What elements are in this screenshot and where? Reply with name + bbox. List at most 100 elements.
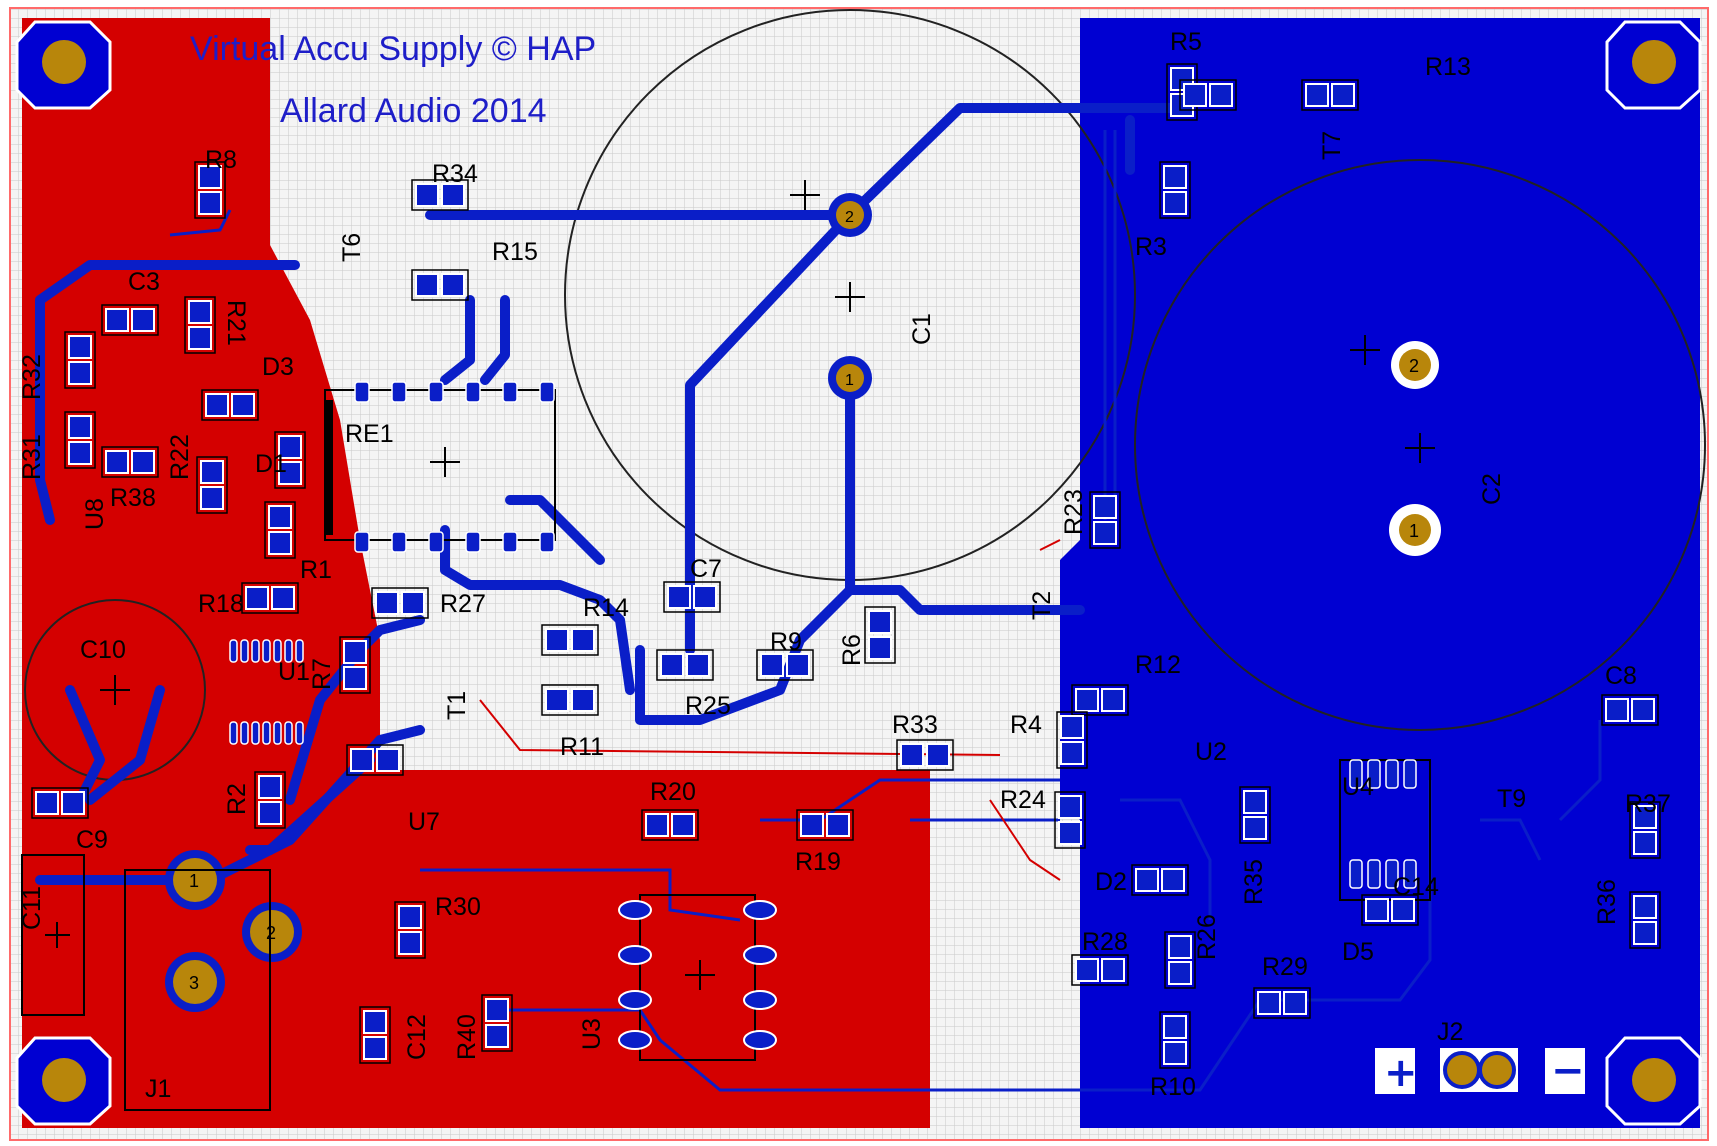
label-r7: R7 <box>308 658 336 690</box>
ic-pin <box>251 639 260 663</box>
label-r38: R38 <box>110 484 156 512</box>
smd-footprint <box>101 446 159 478</box>
ic-pin <box>295 721 304 745</box>
dip-pin <box>743 900 777 920</box>
label-re1: RE1 <box>345 420 394 448</box>
dip-pin <box>618 1030 652 1050</box>
smd-footprint <box>101 304 159 336</box>
label-r37: R37 <box>1625 790 1671 818</box>
ic-pin <box>502 531 518 553</box>
label-r35: R35 <box>1240 859 1268 905</box>
dip-pin <box>618 945 652 965</box>
label-t9: T9 <box>1497 785 1526 813</box>
ic-pin <box>1385 759 1399 789</box>
smd-footprint <box>241 582 299 614</box>
label-r31: R31 <box>18 434 46 480</box>
board-edge <box>9 7 1709 1141</box>
dip-pin <box>743 1030 777 1050</box>
label-c2: C2 <box>1478 473 1506 505</box>
label-r24: R24 <box>1000 786 1046 814</box>
svg-text:+: + <box>1384 1050 1418 1096</box>
label-r3: R3 <box>1135 233 1167 261</box>
j2-plus-label: + <box>1375 1048 1418 1096</box>
smd-footprint <box>371 587 429 619</box>
ic-pin <box>273 721 282 745</box>
label-r36: R36 <box>1593 879 1621 925</box>
c11-outline <box>21 854 85 1016</box>
label-u8: U8 <box>81 498 109 530</box>
smd-footprint <box>1159 161 1191 219</box>
j2-connector[interactable] <box>1440 1048 1518 1092</box>
board-title: Virtual Accu Supply © HAP <box>190 30 596 68</box>
label-r2: R2 <box>223 783 251 815</box>
ic-pin <box>391 531 407 553</box>
ic-pin <box>539 531 555 553</box>
smd-footprint <box>1089 491 1121 549</box>
svg-text:1: 1 <box>1409 521 1419 541</box>
label-r13: R13 <box>1425 53 1471 81</box>
label-c11: C11 <box>18 886 46 930</box>
label-c9: C9 <box>76 826 108 854</box>
ic-pin <box>1385 859 1399 889</box>
ic-pin <box>428 381 444 403</box>
smd-footprint <box>1056 711 1088 769</box>
smd-footprint <box>656 649 714 681</box>
svg-text:2: 2 <box>845 209 854 226</box>
label-c14: C14 <box>1393 873 1439 901</box>
ic-pin <box>502 381 518 403</box>
smd-footprint <box>31 787 89 819</box>
smd-footprint <box>196 456 228 514</box>
label-u1: U1 <box>278 658 310 686</box>
smd-footprint <box>274 431 306 489</box>
c2-pad-2: 2 <box>1391 341 1439 389</box>
label-r15: R15 <box>492 238 538 266</box>
label-u4: U4 <box>1342 773 1374 801</box>
smd-footprint <box>481 994 513 1052</box>
label-c12: C12 <box>403 1014 431 1060</box>
ic-pin <box>240 721 249 745</box>
smd-footprint <box>264 501 296 559</box>
j1-pad-3: 3 <box>165 952 225 1012</box>
ic-pin <box>284 639 293 663</box>
smd-pads <box>31 63 1661 1069</box>
smd-footprint <box>1054 791 1086 849</box>
label-d2: D2 <box>1095 868 1127 896</box>
j1-pad-1: 1 <box>165 850 225 910</box>
ic-pin <box>229 721 238 745</box>
smd-footprint <box>1601 694 1659 726</box>
smd-footprint <box>64 331 96 389</box>
dip-pin <box>618 900 652 920</box>
smd-footprint <box>184 296 216 354</box>
smd-footprint <box>1629 801 1661 859</box>
ic-pin <box>251 721 260 745</box>
smd-footprint <box>254 771 286 829</box>
dip-pin <box>743 990 777 1010</box>
label-d5: D5 <box>1342 938 1374 966</box>
smd-footprint <box>796 809 854 841</box>
smd-footprint <box>541 684 599 716</box>
blue-copper-pour-right <box>1060 18 1700 1128</box>
mount-hole-top-right <box>1605 20 1702 110</box>
label-t1: T1 <box>443 691 471 720</box>
u3-outline <box>639 894 756 1061</box>
mount-hole-top-left <box>15 20 112 110</box>
mount-hole-bottom-left <box>15 1036 112 1126</box>
smd-footprint <box>1071 684 1129 716</box>
label-r12: R12 <box>1135 651 1181 679</box>
label-c7: C7 <box>690 555 722 583</box>
crosshairs <box>45 180 1435 990</box>
smd-footprint <box>64 411 96 469</box>
smd-footprint <box>411 179 469 211</box>
c1-pad-1: 1 <box>828 356 872 400</box>
svg-text:1: 1 <box>845 372 854 389</box>
board-subtitle: Allard Audio 2014 <box>280 92 547 130</box>
ic-pin <box>428 531 444 553</box>
smd-footprint <box>194 161 226 219</box>
svg-text:3: 3 <box>189 973 199 993</box>
smd-footprint <box>359 1006 391 1064</box>
smd-footprint <box>1361 894 1419 926</box>
label-r33: R33 <box>892 711 938 739</box>
smd-footprint <box>641 809 699 841</box>
